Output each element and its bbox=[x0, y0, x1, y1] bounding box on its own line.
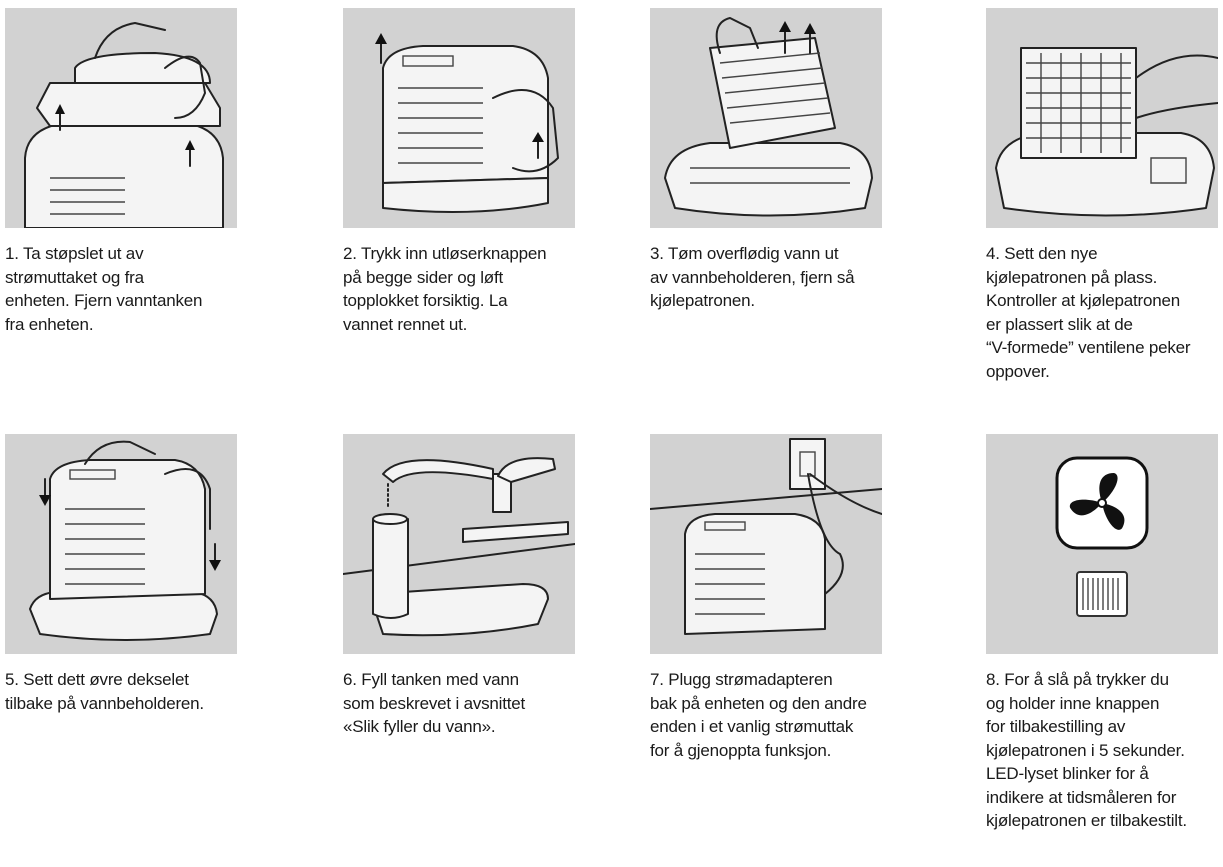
filter-cartridge-icon bbox=[1076, 571, 1128, 617]
unit-lid-removal-drawing bbox=[24, 22, 224, 228]
step-6-illustration bbox=[343, 434, 575, 654]
step-3: 3. Tøm overflødig vann ut av vannbeholde… bbox=[650, 8, 895, 313]
step-1-caption: 1. Ta støpslet ut av strømuttaket og fra… bbox=[5, 244, 203, 334]
step-5-caption: 5. Sett dett øvre dekselet tilbake på va… bbox=[5, 670, 204, 713]
cartridge-insertion-drawing bbox=[995, 47, 1218, 217]
step-4: 4. Sett den nye kjølepatronen på plass. … bbox=[986, 8, 1223, 383]
step-7: 7. Plugg strømadapteren bak på enheten o… bbox=[650, 434, 895, 762]
cartridge-removal-drawing bbox=[664, 17, 873, 217]
step-3-caption: 3. Tøm overflødig vann ut av vannbeholde… bbox=[650, 244, 855, 310]
power-plug-drawing bbox=[650, 438, 882, 635]
step-5: 5. Sett dett øvre dekselet tilbake på va… bbox=[5, 434, 250, 715]
step-2-caption: 2. Trykk inn utløserknappen på begge sid… bbox=[343, 244, 547, 334]
step-2: 2. Trykk inn utløserknappen på begge sid… bbox=[343, 8, 588, 336]
step-6: 6. Fyll tanken med vann som beskrevet i … bbox=[343, 434, 588, 739]
step-7-illustration bbox=[650, 434, 882, 654]
lid-replacement-drawing bbox=[29, 440, 221, 641]
step-1: 1. Ta støpslet ut av strømuttaket og fra… bbox=[5, 8, 250, 336]
step-6-caption: 6. Fyll tanken med vann som beskrevet i … bbox=[343, 670, 526, 736]
step-5-illustration bbox=[5, 434, 237, 654]
release-button-lift-drawing bbox=[375, 33, 559, 213]
step-2-illustration bbox=[343, 8, 575, 228]
step-8-illustration bbox=[986, 434, 1218, 654]
reset-button-icons bbox=[1055, 456, 1149, 617]
step-3-illustration bbox=[650, 8, 882, 228]
step-8-caption: 8. For å slå på trykker du og holder inn… bbox=[986, 670, 1187, 830]
step-8: 8. For å slå på trykker du og holder inn… bbox=[986, 434, 1223, 833]
fan-icon bbox=[1055, 456, 1149, 550]
step-4-illustration bbox=[986, 8, 1218, 228]
step-1-illustration bbox=[5, 8, 237, 228]
tank-filling-drawing bbox=[343, 457, 575, 637]
step-7-caption: 7. Plugg strømadapteren bak på enheten o… bbox=[650, 670, 867, 760]
step-4-caption: 4. Sett den nye kjølepatronen på plass. … bbox=[986, 244, 1191, 381]
